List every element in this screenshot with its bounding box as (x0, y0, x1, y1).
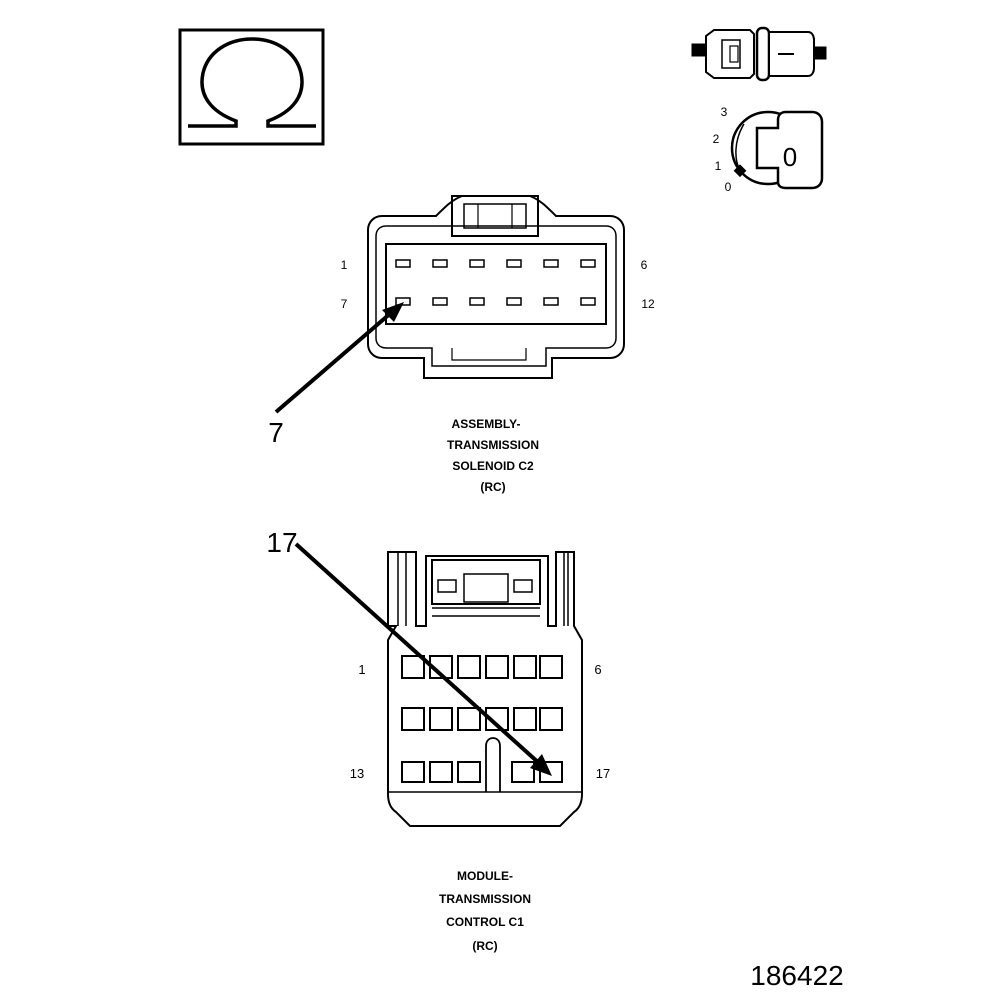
c2-pin-cavity (469, 259, 485, 268)
c2-pin-cavity (395, 297, 411, 306)
c2-callout-label: 7 (268, 417, 284, 448)
c1-pin-cavity (485, 655, 509, 679)
c1-pin-cavity (457, 761, 481, 783)
connector-c2 (367, 195, 625, 379)
c1-caption-line-1: MODULE- (457, 869, 513, 883)
c1-pin-label-13: 13 (350, 766, 364, 781)
ignition-key-label: 0 (783, 142, 797, 172)
c1-pin-cavities (401, 655, 563, 783)
c2-caption-line-4: (RC) (480, 480, 505, 494)
c1-caption-line-4: (RC) (472, 939, 497, 953)
c2-pin-cavity (543, 259, 559, 268)
c2-pin-cavity (432, 297, 448, 306)
c1-caption-line-3: CONTROL C1 (446, 915, 524, 929)
c1-pin-cavity (485, 707, 509, 731)
c1-caption-line-2: TRANSMISSION (439, 892, 531, 906)
c2-pin-cavity (395, 259, 411, 268)
c1-callout-arrow (294, 542, 552, 776)
c1-pin-cavity (511, 761, 535, 783)
c1-pin-cavity (401, 655, 425, 679)
c1-pin-label-17: 17 (596, 766, 610, 781)
c2-pin-cavity (506, 297, 522, 306)
c2-pin-cavity (469, 297, 485, 306)
c2-pin-cavities (395, 259, 596, 306)
c2-pin-cavity (580, 297, 596, 306)
c1-pin-cavity (457, 707, 481, 731)
c2-caption-line-1: ASSEMBLY- (452, 417, 521, 431)
c1-pin-cavity (457, 655, 481, 679)
ignition-position-1: 1 (715, 159, 722, 173)
c1-pin-cavity (401, 761, 425, 783)
two-pin-connector-icon (691, 26, 827, 82)
c1-pin-cavity (539, 707, 563, 731)
c2-pin-cavity (543, 297, 559, 306)
c1-pin-cavity (429, 707, 453, 731)
c1-pin-cavity (539, 655, 563, 679)
c1-callout-label: 17 (266, 527, 297, 558)
c2-pin-label-12: 12 (641, 297, 655, 311)
ignition-position-0: 0 (725, 180, 732, 194)
c2-pin-cavity (432, 259, 448, 268)
ignition-position-2: 2 (713, 132, 720, 146)
connector-c1 (387, 551, 583, 827)
ohmmeter-icon (178, 28, 325, 146)
c2-caption-line-2: TRANSMISSION (447, 438, 539, 452)
c2-caption-line-3: SOLENOID C2 (452, 459, 534, 473)
c1-pin-label-6: 6 (594, 662, 601, 677)
c1-pin-cavity (401, 707, 425, 731)
c2-pin-cavity (580, 259, 596, 268)
ignition-position-3: 3 (721, 105, 728, 119)
c1-pin-label-1: 1 (358, 662, 365, 677)
c2-pin-label-7: 7 (341, 297, 348, 311)
c2-pin-label-6: 6 (641, 258, 648, 272)
c1-pin-cavity (513, 707, 537, 731)
c1-pin-cavity (513, 655, 537, 679)
figure-id: 186422 (750, 960, 843, 991)
c2-pin-cavity (506, 259, 522, 268)
c2-pin-label-1: 1 (341, 258, 348, 272)
c2-callout-arrow (274, 302, 404, 414)
c1-pin-cavity (429, 761, 453, 783)
ignition-key-icon: 0 3 2 1 0 (713, 105, 824, 194)
